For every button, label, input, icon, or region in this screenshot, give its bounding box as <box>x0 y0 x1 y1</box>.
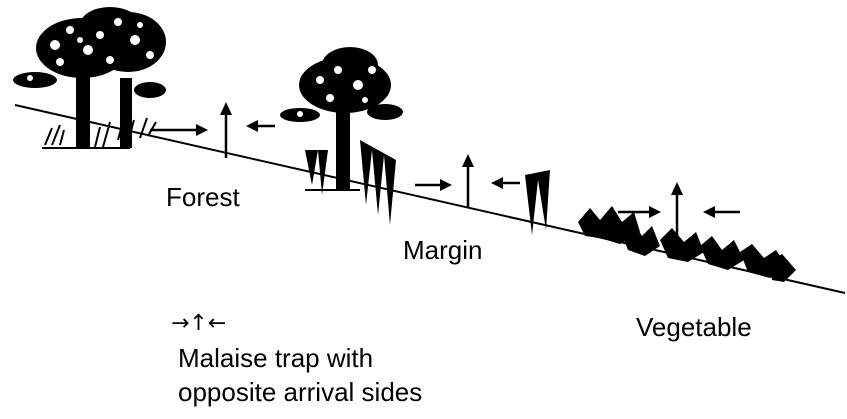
label-forest: Forest <box>166 182 240 212</box>
forest-trees-icon <box>13 7 166 149</box>
legend-line-1: Malaise trap with <box>178 343 373 373</box>
malaise-trap-forest <box>150 102 275 158</box>
malaise-trap-vegetable <box>618 182 740 240</box>
label-margin: Margin <box>403 235 482 265</box>
margin-shrub-icon <box>305 140 550 235</box>
malaise-trap-margin <box>415 154 520 208</box>
legend-line-2: opposite arrival sides <box>178 377 422 407</box>
vegetable-plants-icon <box>578 206 796 282</box>
ground-slope-line <box>14 104 846 294</box>
margin-tree-icon <box>280 47 403 190</box>
legend-arrow-symbol: →↑← <box>171 311 226 336</box>
label-vegetable: Vegetable <box>636 312 752 342</box>
